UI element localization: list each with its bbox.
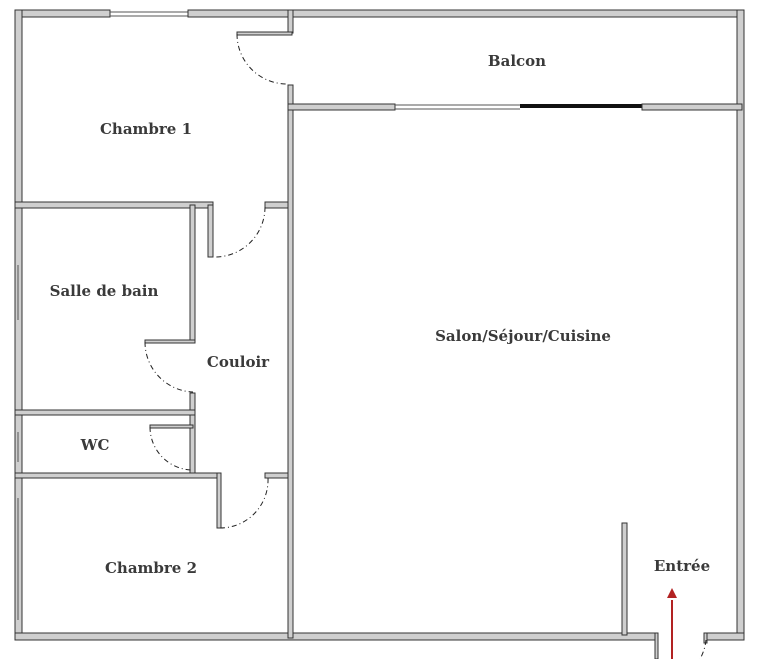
door-stop-chambre2 (216, 472, 222, 529)
room-label-chambre1: Chambre 1 (99, 120, 193, 138)
entry-arrow-icon (667, 588, 677, 598)
wall-wc-bottom (14, 472, 221, 479)
outer-wall-bottom-right (704, 632, 745, 641)
wall-entree-partition (621, 522, 628, 636)
door-couloir-swing (214, 206, 266, 258)
wall-couloir-stub (207, 204, 214, 258)
wall-chambre1-bottom (14, 201, 214, 209)
entry-jamb-left (654, 632, 659, 659)
wall-salon-left (287, 109, 294, 639)
wall-sdb-bottom (14, 409, 196, 416)
outer-wall-top-left (14, 9, 111, 18)
outer-wall-top-right (187, 9, 745, 18)
room-label-wc: WC (80, 436, 110, 454)
room-label-salon: Salon/Séjour/Cuisine (435, 327, 611, 345)
outer-wall-bottom-left (14, 632, 658, 641)
wall-sdb-right-top (189, 204, 196, 343)
door-stop-wc (149, 424, 194, 429)
room-label-balcon: Balcon (487, 52, 547, 70)
room-label-couloir: Couloir (206, 353, 270, 371)
door-chambre2-swing (219, 477, 269, 529)
wall-chambre1-balcon-top (287, 9, 294, 34)
room-label-chambre2: Chambre 2 (104, 559, 198, 577)
wall-sdb-right-bottom (189, 392, 196, 479)
door-chambre1-swing (236, 33, 288, 85)
door-stop-sdb (144, 339, 196, 344)
room-label-salle-de-bain: Salle de bain (49, 282, 159, 300)
door-stop-chambre1 (236, 31, 293, 36)
room-label-entree: Entrée (653, 557, 711, 575)
wall-balcon-bottom-right (641, 103, 743, 111)
door-wc-swing (149, 426, 193, 471)
wall-balcon-bottom-left (287, 103, 396, 111)
door-sdb-swing (144, 341, 194, 393)
sliding-door-balcon (520, 104, 642, 108)
